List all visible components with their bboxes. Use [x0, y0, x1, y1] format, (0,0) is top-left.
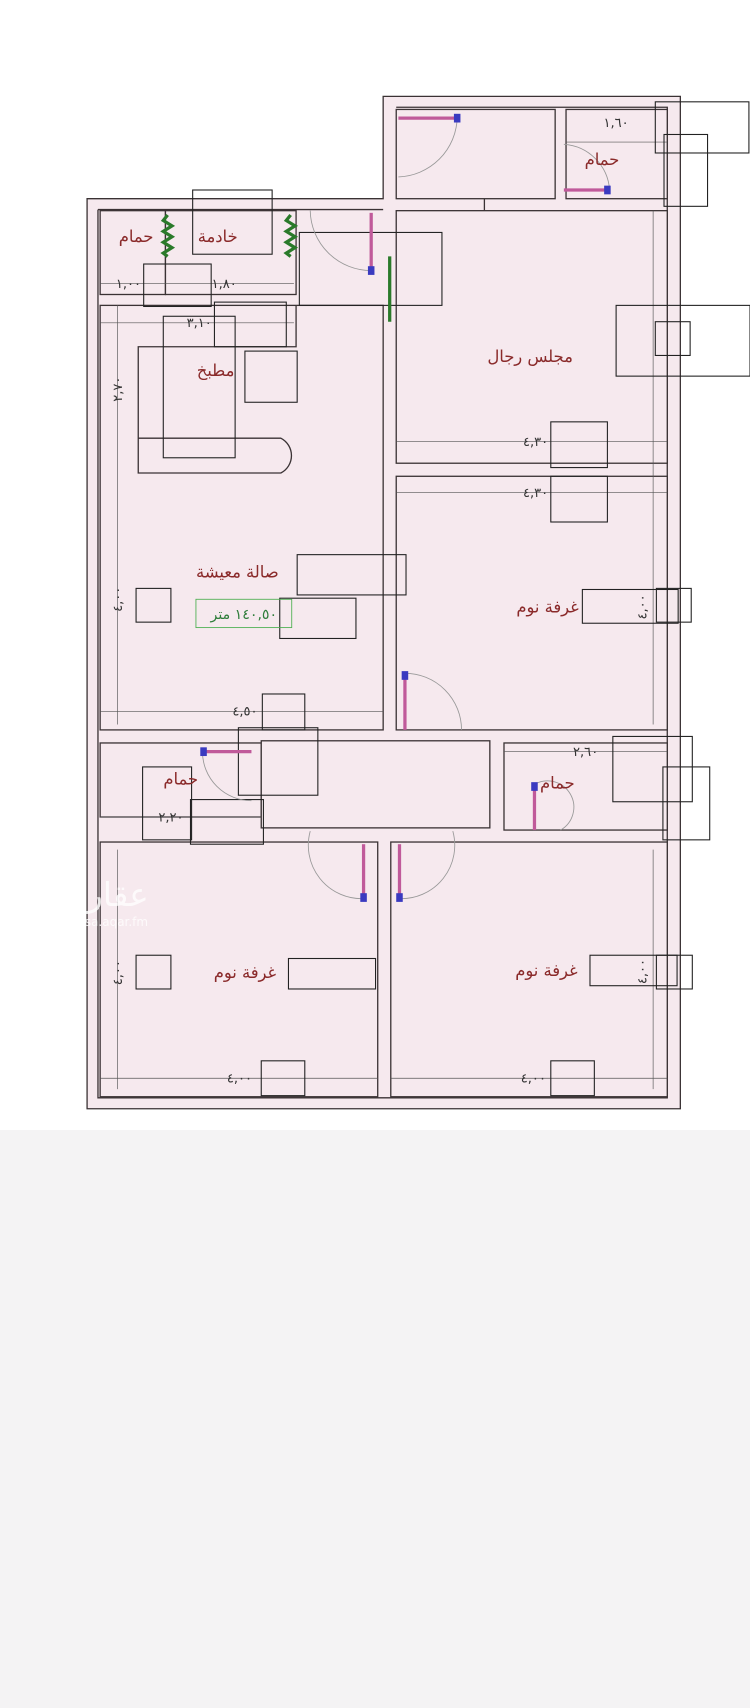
label-bath-left: حمام [163, 769, 198, 788]
empty-background [0, 1130, 750, 1708]
room-labels: خادمة حمام مطبخ مجلس رجال صالة معيشة ١٤٠… [119, 150, 619, 982]
dim-maid: ١,٨٠ [212, 277, 237, 292]
dim-bedroom-bl-h: ٤,٠٠ [111, 960, 126, 985]
windows [160, 214, 392, 322]
label-kitchen: مطبخ [197, 361, 235, 380]
label-area: ١٤٠,٥٠ متر [210, 607, 278, 623]
label-bedroom-bottom-left: غرفة نوم [214, 963, 276, 982]
area-box [195, 598, 293, 629]
label-majlis: مجلس رجال [487, 347, 572, 366]
dim-living-h: ٤,٠٠ [111, 587, 126, 612]
dim-bedroom-bl-w: ٤,٠٠ [227, 1072, 252, 1087]
dim-bath-top: ١,٦٠ [604, 116, 629, 131]
label-bath-top: حمام [585, 150, 620, 169]
label-bedroom-right: غرفة نوم [516, 597, 578, 616]
watermark-url: sa.aqar.fm [85, 915, 148, 929]
label-bath-right: حمام [540, 774, 575, 793]
watermark: عقار sa.aqar.fm [85, 876, 149, 929]
dim-living-w: ٤,٥٠ [232, 705, 257, 720]
watermark-logo: عقار [85, 876, 149, 914]
dim-bath-right: ٢,٦٠ [573, 745, 598, 760]
label-bath-maid: حمام [119, 227, 154, 246]
dim-kitchen-h: ٢,٧٠ [111, 377, 126, 402]
dim-bedroom-right-w: ٤,٣٠ [523, 486, 548, 501]
label-maid: خادمة [198, 227, 238, 246]
dim-majlis: ٤,٣٠ [523, 435, 548, 450]
dimension-labels: ١,٦٠ ١,٠٠ ١,٨٠ ٣,١٠ ٢,٧٠ ٤,٣٠ ٤,٣٠ ٤,٠٠ … [111, 116, 651, 1087]
dim-bedroom-right-h: ٤,٠٠ [636, 594, 651, 619]
label-bedroom-bottom-right: غرفة نوم [515, 961, 577, 980]
dimension-lines [100, 141, 668, 1090]
room-outlines [99, 108, 668, 1098]
label-living: صالة معيشة [196, 563, 279, 582]
dim-maid-bath: ١,٠٠ [116, 277, 141, 292]
dim-bath-left: ٢,٢٠ [158, 810, 183, 825]
dim-kitchen-w: ٣,١٠ [187, 316, 212, 331]
doors [200, 113, 611, 902]
dim-bedroom-br-h: ٤,٠٠ [636, 959, 651, 984]
dim-bedroom-br-w: ٤,٠٠ [521, 1072, 546, 1087]
